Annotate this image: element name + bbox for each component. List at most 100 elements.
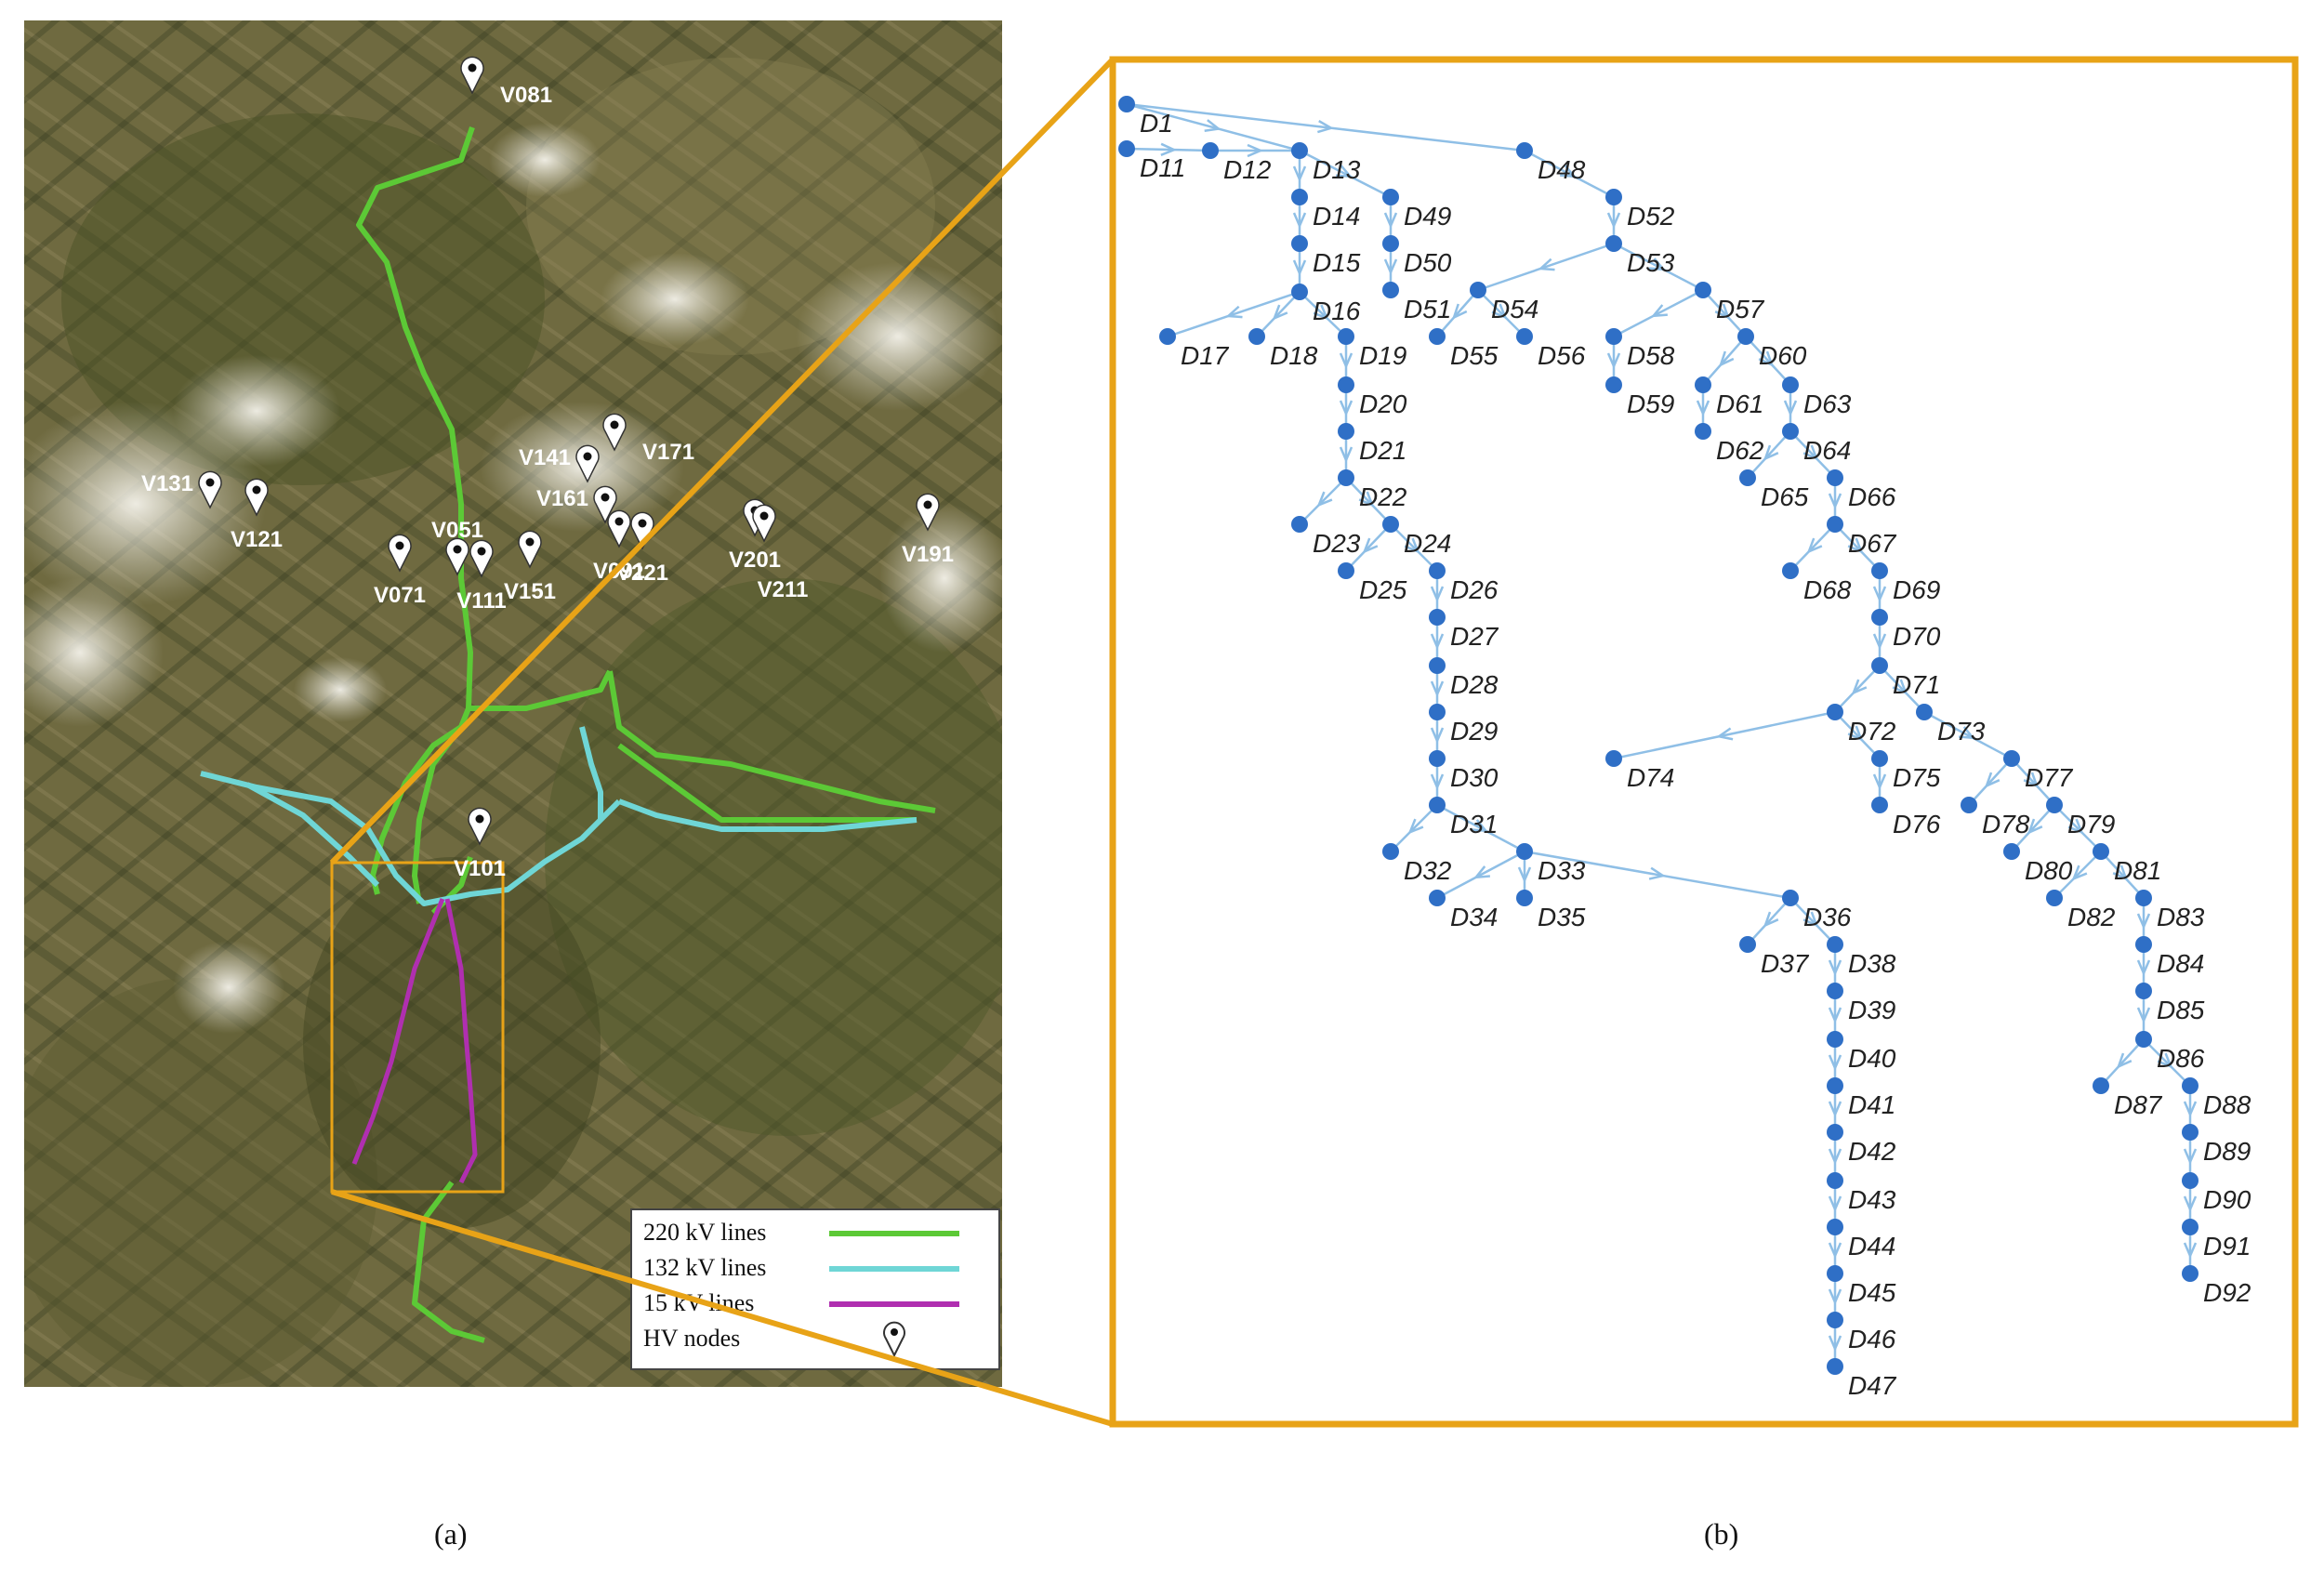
graph-node-label: D47 xyxy=(1848,1371,1897,1400)
edge-arrow xyxy=(1383,212,1398,230)
graph-node xyxy=(1605,189,1622,205)
edge-arrow xyxy=(1828,1007,1842,1024)
graph-node xyxy=(1739,469,1756,486)
graph-node xyxy=(2182,1077,2199,1094)
graph-edge xyxy=(1613,710,1836,760)
graph-node-label: D65 xyxy=(1761,482,1809,511)
graph-edge xyxy=(1345,477,1392,525)
graph-node-label: D24 xyxy=(1404,529,1451,558)
graph-node-label: D39 xyxy=(1848,996,1895,1024)
graph-edge xyxy=(1477,242,1615,292)
graph-node-label: D21 xyxy=(1359,436,1406,465)
edge-arrow xyxy=(1716,727,1734,741)
graph-edge xyxy=(1345,523,1392,572)
edge-arrow xyxy=(1407,818,1424,835)
hv-node-label: V051 xyxy=(431,518,483,543)
edge-arrow xyxy=(1828,1148,1842,1166)
lines-15kv xyxy=(351,898,478,1184)
graph-node xyxy=(1382,843,1399,860)
edge-arrow xyxy=(1472,865,1490,879)
graph-node-label: D25 xyxy=(1359,575,1407,604)
graph-node xyxy=(1429,562,1446,579)
edge-arrow xyxy=(1696,400,1710,417)
graph-node xyxy=(1516,843,1533,860)
edge-arrow xyxy=(1802,444,1819,461)
graph-node xyxy=(2093,1077,2109,1094)
graph-edge xyxy=(1702,336,1747,386)
edge-arrow xyxy=(1383,258,1398,276)
graph-node-label: D51 xyxy=(1404,295,1451,323)
graph-node xyxy=(1827,1124,1843,1141)
edge-arrow xyxy=(1872,633,1887,651)
graph-node-label: D38 xyxy=(1848,949,1896,978)
graph-edge xyxy=(1436,803,1525,853)
edge-arrow xyxy=(2183,1148,2198,1166)
hv-node-label: V111 xyxy=(456,588,506,614)
graph-node xyxy=(1605,750,1622,767)
graph-node-label: D90 xyxy=(2203,1185,2251,1214)
graph-node-label: D67 xyxy=(1848,529,1897,558)
graph-node-label: D62 xyxy=(1716,436,1764,465)
graph-edge xyxy=(1477,289,1525,337)
graph-edge xyxy=(1299,149,1392,199)
graph-node xyxy=(1605,376,1622,393)
edge-arrow xyxy=(1649,257,1667,271)
map-pin-icon xyxy=(883,1321,905,1358)
edge-arrow xyxy=(2183,1101,2198,1118)
graph-node xyxy=(1291,189,1308,205)
graph-node-label: D73 xyxy=(1937,717,1986,746)
graph-node xyxy=(1382,516,1399,533)
edge-arrow xyxy=(2023,772,2040,788)
graph-node xyxy=(1291,142,1308,159)
graph-node xyxy=(1118,96,1135,112)
graph-node xyxy=(1827,1077,1843,1094)
graph-node-label: D66 xyxy=(1848,482,1896,511)
edge-arrow xyxy=(2136,959,2151,977)
graph-node-label: D78 xyxy=(1982,810,2030,838)
edge-arrow xyxy=(1828,1195,1842,1213)
graph-node-label: D86 xyxy=(2157,1044,2205,1073)
graph-node-label: D48 xyxy=(1538,155,1586,184)
edge-arrow xyxy=(1160,142,1178,156)
graph-edge xyxy=(2053,851,2102,899)
graph-node-label: D81 xyxy=(2114,856,2161,885)
edge-arrow xyxy=(1430,586,1445,603)
graph-node-label: D74 xyxy=(1627,763,1674,792)
edge-arrow xyxy=(1758,350,1775,367)
edge-arrow xyxy=(1247,143,1264,158)
graph-node-label: D26 xyxy=(1450,575,1499,604)
graph-node xyxy=(1429,657,1446,674)
graph-node xyxy=(1827,1172,1843,1189)
graph-node xyxy=(1695,376,1711,393)
graph-node xyxy=(2135,983,2152,999)
graph-node xyxy=(1871,562,1888,579)
graph-node-label: D33 xyxy=(1538,856,1586,885)
graph-edge xyxy=(1834,711,1881,759)
edge-arrow xyxy=(1606,212,1621,230)
graph-node xyxy=(1737,328,1754,345)
hv-node-label: V171 xyxy=(642,440,694,465)
graph-edge xyxy=(2011,758,2055,806)
graph-node-label: D11 xyxy=(1140,153,1185,182)
graph-node xyxy=(2046,797,2063,813)
edge-arrow xyxy=(1872,586,1887,603)
graph-edge xyxy=(1524,149,1615,199)
graph-edge xyxy=(1299,477,1347,525)
graph-edge xyxy=(1524,850,1791,900)
graph-node xyxy=(1202,142,1219,159)
graph-node-label: D37 xyxy=(1761,949,1810,978)
graph-node xyxy=(2003,843,2020,860)
graph-node-label: D64 xyxy=(1803,436,1851,465)
graph-node-label: D19 xyxy=(1359,341,1406,370)
graph-node-label: D52 xyxy=(1627,202,1675,231)
edge-arrow xyxy=(1783,400,1798,417)
edge-arrow xyxy=(2067,818,2084,835)
edge-arrow xyxy=(1851,679,1868,695)
graph-node-label: D15 xyxy=(1313,248,1361,277)
graph-edge xyxy=(1126,147,1211,152)
graph-node-label: D88 xyxy=(2203,1090,2251,1119)
map-pin-icon xyxy=(198,470,222,509)
graph-node-label: D75 xyxy=(1893,763,1941,792)
graph-node-label: D49 xyxy=(1404,202,1451,231)
graph-edge xyxy=(1702,289,1747,337)
